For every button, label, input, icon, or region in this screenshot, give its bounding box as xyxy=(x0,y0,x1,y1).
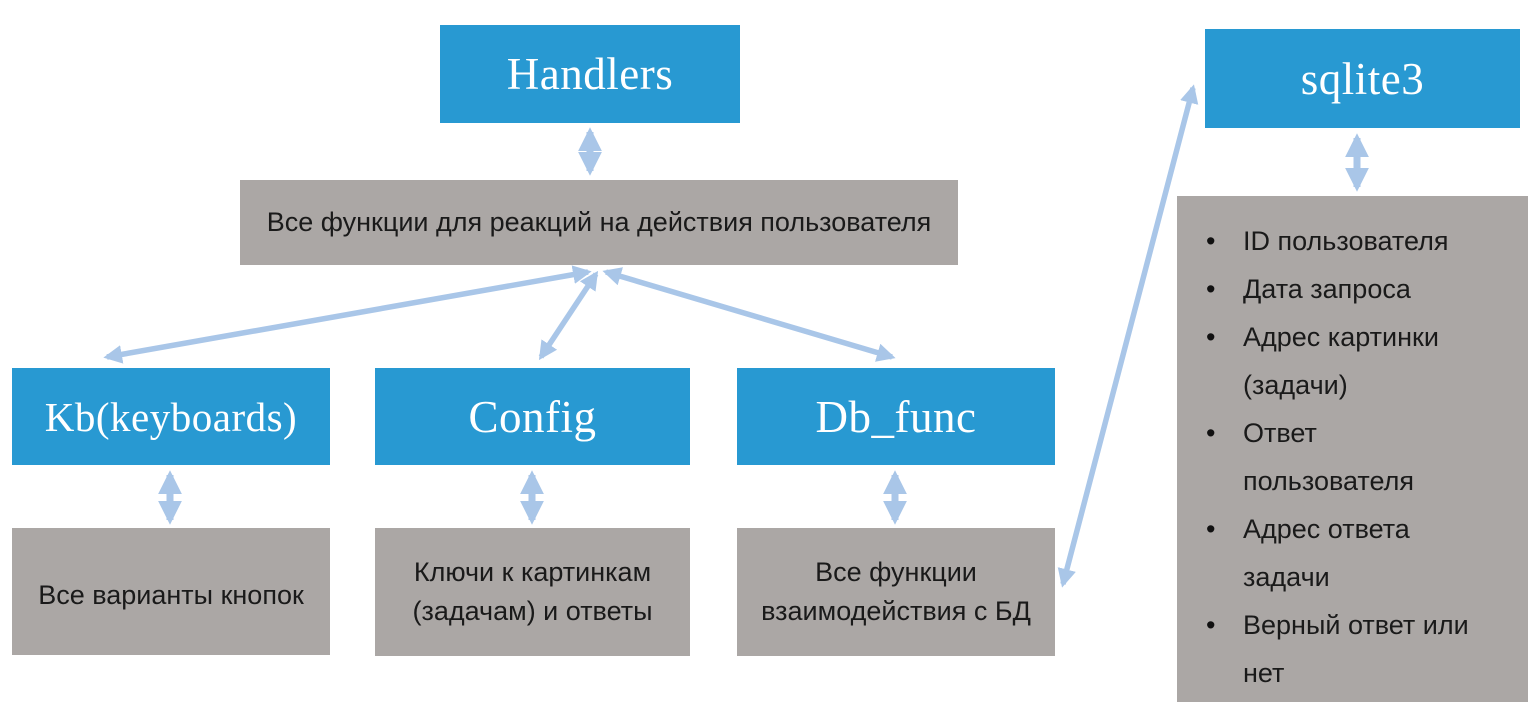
node-config-description: Ключи к картинкам (задачам) и ответы xyxy=(375,528,690,656)
sqlite3-field-task-image-address: Адрес картинки (задачи) xyxy=(1206,313,1520,409)
node-kb-keyboards: Kb(keyboards) xyxy=(12,368,330,465)
node-config: Config xyxy=(375,368,690,465)
node-kb-description: Все варианты кнопок xyxy=(12,528,330,655)
node-db-func: Db_func xyxy=(737,368,1055,465)
sqlite3-field-user-id: ID пользователя xyxy=(1206,217,1520,265)
sqlite3-field-answer-address: Адрес ответа задачи xyxy=(1206,505,1520,601)
node-handlers: Handlers xyxy=(440,25,740,123)
node-sqlite3-fields: ID пользователя Дата запроса Адрес карти… xyxy=(1177,196,1528,702)
sqlite3-field-list: ID пользователя Дата запроса Адрес карти… xyxy=(1177,196,1528,697)
node-reactions-description: Все функции для реакций на действия поль… xyxy=(240,180,958,265)
connector-dbfunc-sqlite3 xyxy=(1057,84,1199,588)
node-sqlite3: sqlite3 xyxy=(1205,29,1520,128)
connector-reactions-kb xyxy=(103,265,592,364)
sqlite3-field-request-date: Дата запроса xyxy=(1206,265,1520,313)
connector-reactions-dbfunc xyxy=(602,267,896,362)
sqlite3-field-correct-or-not: Верный ответ или нет xyxy=(1206,601,1520,697)
sqlite3-field-user-answer: Ответ пользователя xyxy=(1206,409,1520,505)
node-db-func-description: Все функции взаимодействия с БД xyxy=(737,528,1055,656)
connector-reactions-config xyxy=(538,270,599,361)
